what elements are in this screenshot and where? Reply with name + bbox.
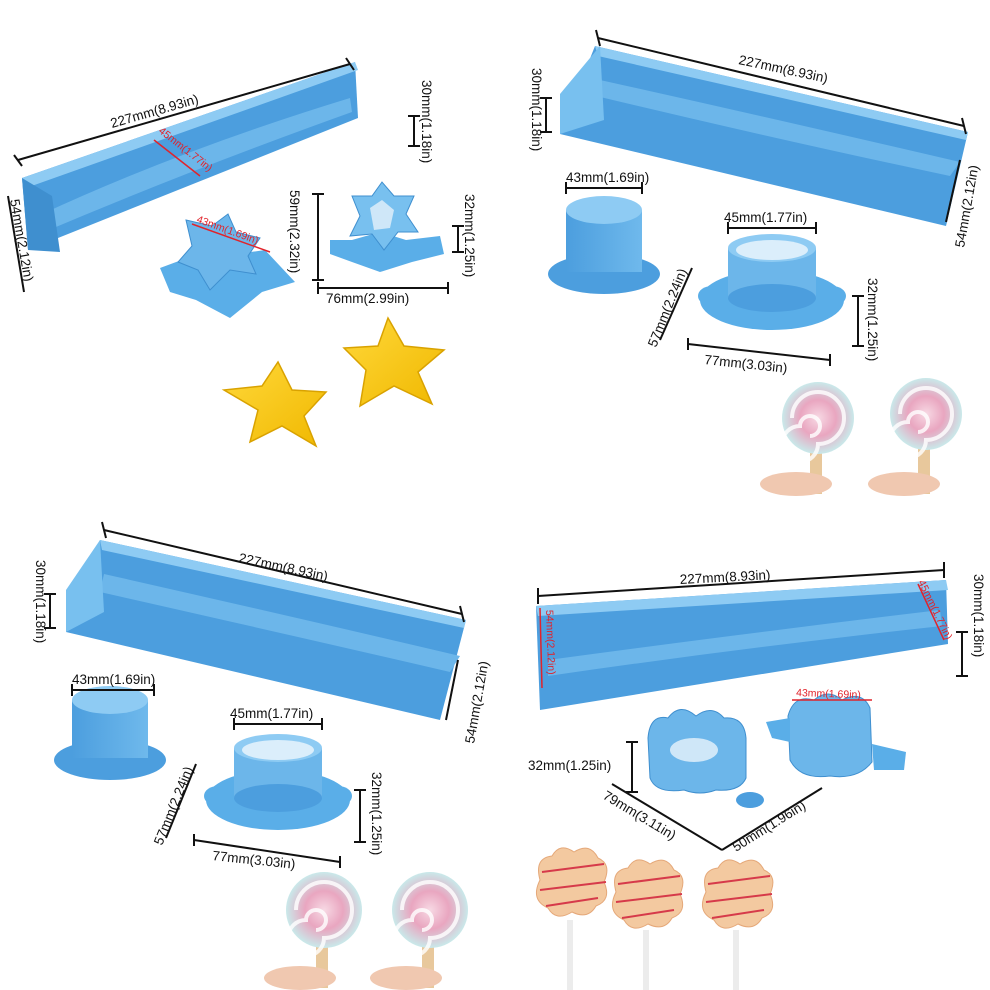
cookie-pop <box>701 859 774 990</box>
star-cookie <box>221 360 328 448</box>
dimension-lines <box>44 521 465 868</box>
star-cutter-frame <box>330 181 444 272</box>
cookie-pop <box>535 847 608 990</box>
dimension-lines <box>7 57 464 294</box>
dimension-lines-red <box>153 139 271 253</box>
dim-label: 54mm(2.12in) <box>462 660 491 745</box>
panel-top-right: 227mm(8.93in) 30mm(1.18in) 54mm(2.12in) … <box>529 29 981 496</box>
lollipop <box>868 378 962 496</box>
dim-label: 32mm(1.25in) <box>462 194 477 277</box>
dim-label: 227mm(8.93in) <box>737 52 829 86</box>
trough-mold <box>536 580 948 710</box>
dim-label: 45mm(1.77in) <box>230 706 313 721</box>
dim-label: 30mm(1.18in) <box>33 560 48 643</box>
dim-label: 43mm(1.69in) <box>796 687 861 701</box>
trough-mold <box>66 540 466 720</box>
flower-cutter-frame <box>766 693 906 778</box>
dim-label: 79mm(3.11in) <box>600 788 678 843</box>
plunger <box>548 196 660 294</box>
dim-label: 30mm(1.18in) <box>971 574 986 657</box>
star-cookie <box>342 316 446 408</box>
dim-label: 43mm(1.69in) <box>566 170 649 185</box>
dim-label: 77mm(3.03in) <box>704 352 788 376</box>
dim-label: 30mm(1.18in) <box>419 80 434 163</box>
trough-mold <box>22 62 358 252</box>
dim-label: 227mm(8.93in) <box>679 567 770 587</box>
panel-top-left: 227mm(8.93in) 45mm(1.77in) 30mm(1.18in) … <box>7 57 477 448</box>
dimension-lines <box>537 562 968 851</box>
dim-label: 77mm(3.03in) <box>212 848 296 872</box>
dim-label: 45mm(1.77in) <box>724 210 807 225</box>
dimension-lines-red <box>539 583 945 701</box>
dim-label: 54mm(2.12in) <box>543 610 557 675</box>
dim-label: 43mm(1.69in) <box>72 672 155 687</box>
dim-label: 32mm(1.25in) <box>369 772 384 855</box>
panel-bottom-right: 227mm(8.93in) 54mm(2.12in) 45mm(1.77in) … <box>528 562 986 990</box>
dim-label: 32mm(1.25in) <box>528 758 611 773</box>
cookie-pop <box>611 859 684 990</box>
trough-mold <box>560 46 968 226</box>
round-cutter <box>204 734 352 830</box>
lollipop <box>264 872 362 990</box>
dim-label: 32mm(1.25in) <box>865 278 880 361</box>
dim-label: 30mm(1.18in) <box>529 68 544 151</box>
dim-label: 76mm(2.99in) <box>326 291 409 306</box>
lollipop <box>760 382 854 496</box>
round-cutter <box>698 234 846 330</box>
dim-label: 59mm(2.32in) <box>287 190 302 273</box>
dim-label: 57mm(2.24in) <box>151 764 196 847</box>
flower-cutter <box>647 709 764 808</box>
lollipop <box>370 872 468 990</box>
dimension-lines <box>540 29 967 366</box>
star-cutter-mold <box>160 213 295 318</box>
panel-bottom-left: 227mm(8.93in) 30mm(1.18in) 54mm(2.12in) … <box>33 521 491 990</box>
plunger <box>54 686 166 780</box>
